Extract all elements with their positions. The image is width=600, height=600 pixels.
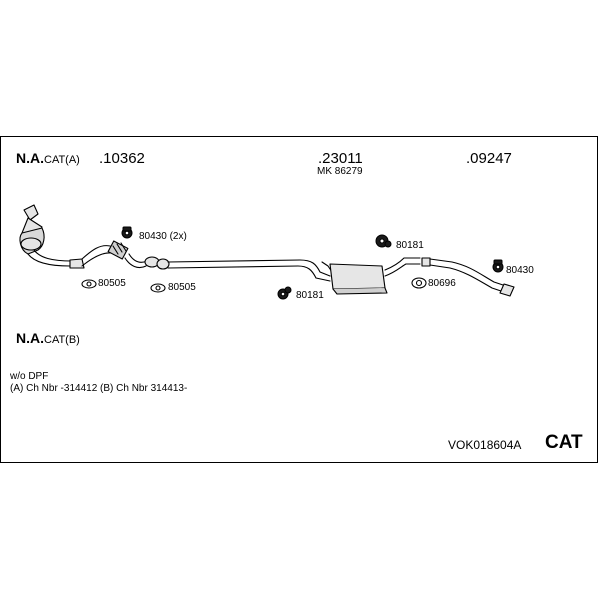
diagram-frame — [0, 136, 598, 463]
category-label: CAT — [545, 432, 583, 453]
gasket-80505-a — [81, 279, 97, 289]
label-80430: 80430 — [506, 265, 534, 276]
part-number-23011: .23011 — [318, 150, 363, 167]
gasket-80696 — [411, 277, 427, 289]
part-number-mk86279: MK 86279 — [317, 166, 363, 177]
label-80430-2x: 80430 (2x) — [139, 231, 187, 242]
part-number-09247: .09247 — [466, 150, 512, 167]
note-line-2: (A) Ch Nbr -314412 (B) Ch Nbr 314413- — [10, 383, 188, 394]
label-80181-b: 80181 — [396, 240, 424, 251]
label-80696: 80696 — [428, 278, 456, 289]
hanger-80181-b — [375, 234, 392, 248]
label-80505-b: 80505 — [168, 282, 196, 293]
hanger-80181-a — [277, 286, 292, 300]
note-line-1: w/o DPF — [10, 371, 49, 382]
hanger-80430-2x — [121, 226, 133, 239]
catalytic-converter — [19, 204, 85, 269]
label-80181-a: 80181 — [296, 290, 324, 301]
variant-b-label: N.A.CAT(B) — [16, 330, 80, 346]
hanger-80430 — [492, 259, 504, 273]
variant-a-label: N.A.CAT(A) — [16, 150, 80, 166]
kit-code: VOK018604A — [448, 438, 522, 452]
part-number-10362: .10362 — [99, 150, 145, 167]
center-silencer — [321, 257, 421, 295]
gasket-80505-b — [150, 283, 166, 293]
front-pipe — [81, 240, 170, 270]
rear-pipe — [421, 257, 515, 297]
label-80505-a: 80505 — [98, 278, 126, 289]
middle-pipe — [167, 259, 331, 282]
